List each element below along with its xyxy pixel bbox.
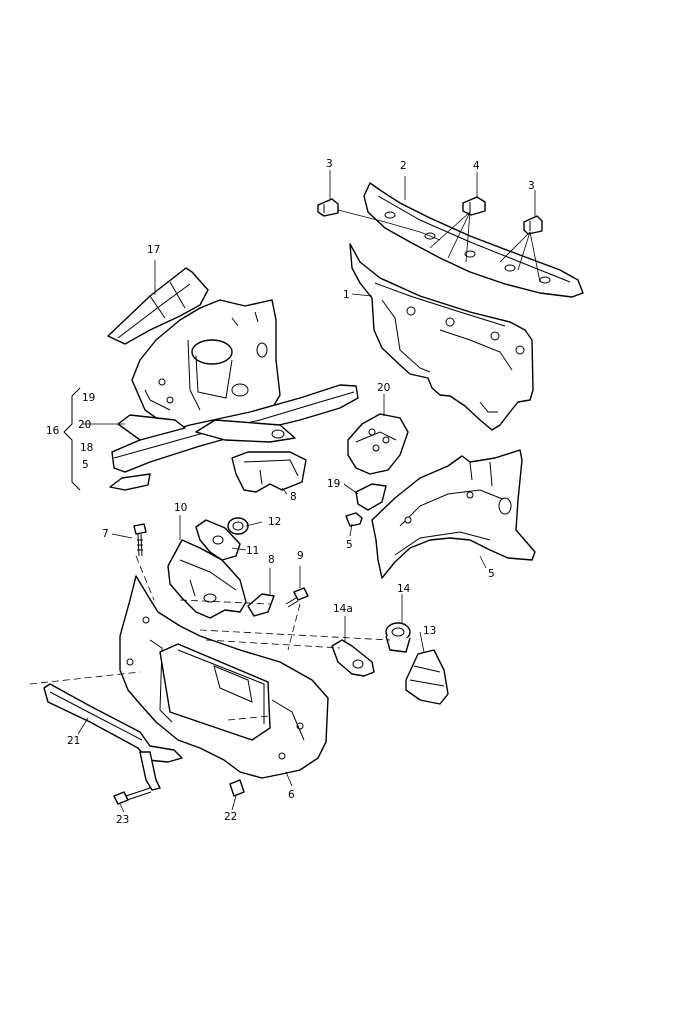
callout-13: 13 <box>423 625 436 637</box>
grommet-12 <box>227 517 249 535</box>
bracket-18 <box>231 451 307 493</box>
callout-19-left: 19 <box>82 392 95 404</box>
part-14a <box>331 639 375 677</box>
group-brace-16 <box>63 387 81 491</box>
callout-14: 14 <box>397 583 411 595</box>
callout-17: 17 <box>147 244 160 256</box>
clip-3-left <box>317 198 339 217</box>
callout-6: 6 <box>288 789 295 801</box>
callout-12: 12 <box>268 516 281 528</box>
callout-4: 4 <box>473 160 480 172</box>
bulkhead-panel <box>349 243 534 431</box>
callout-19-right: 19 <box>327 478 340 490</box>
callout-18: 18 <box>80 442 93 454</box>
callout-8-upper: 8 <box>290 491 297 503</box>
right-wheel-house <box>371 449 536 579</box>
callout-10: 10 <box>174 502 187 514</box>
front-panel-6 <box>119 575 329 779</box>
bracket-8 <box>247 593 275 617</box>
callout-14a: 14a <box>333 603 353 615</box>
longitudinal-member <box>109 384 359 491</box>
plate-11 <box>195 519 241 561</box>
headlight-bracket-10 <box>167 539 247 619</box>
air-duct-13 <box>405 649 449 705</box>
longitudinal-top-part <box>107 267 209 345</box>
callout-20-left: 20 <box>78 419 91 431</box>
clip-3-right <box>523 215 543 235</box>
callout-16: 16 <box>46 425 60 437</box>
callout-1: 1 <box>343 289 350 301</box>
callout-5-right: 5 <box>488 568 495 580</box>
callout-3-right: 3 <box>528 180 535 192</box>
callout-23: 23 <box>116 814 129 826</box>
callout-9: 9 <box>297 550 304 562</box>
callout-8-lower: 8 <box>268 554 275 566</box>
bracket-19 <box>355 483 387 511</box>
upper-cowl-panel <box>363 182 584 298</box>
leader-lines <box>77 170 541 813</box>
bolt-9 <box>285 587 309 608</box>
assembly-lines <box>29 555 391 721</box>
callout-5-mid: 5 <box>346 539 353 551</box>
clip-22 <box>229 779 245 797</box>
callout-20-right: 20 <box>377 382 390 394</box>
bracket-20 <box>347 413 409 475</box>
grommet-14 <box>385 622 411 653</box>
callout-5-left: 5 <box>82 459 89 471</box>
left-wheel-house-assembly <box>131 299 281 431</box>
callout-3-left: 3 <box>326 158 333 170</box>
small-plate-5 <box>345 512 363 527</box>
callout-7: 7 <box>102 528 109 540</box>
screw-23 <box>113 787 152 805</box>
cross-member-21 <box>43 683 183 791</box>
callout-2: 2 <box>400 160 407 172</box>
callout-11: 11 <box>246 545 259 557</box>
callout-labels: 3 2 4 3 1 17 19 16 20 18 5 8 20 19 5 5 1… <box>46 158 535 826</box>
clip-4 <box>462 196 486 216</box>
bolt-7 <box>133 523 147 557</box>
callout-22: 22 <box>224 811 237 823</box>
callout-21: 21 <box>67 735 80 747</box>
